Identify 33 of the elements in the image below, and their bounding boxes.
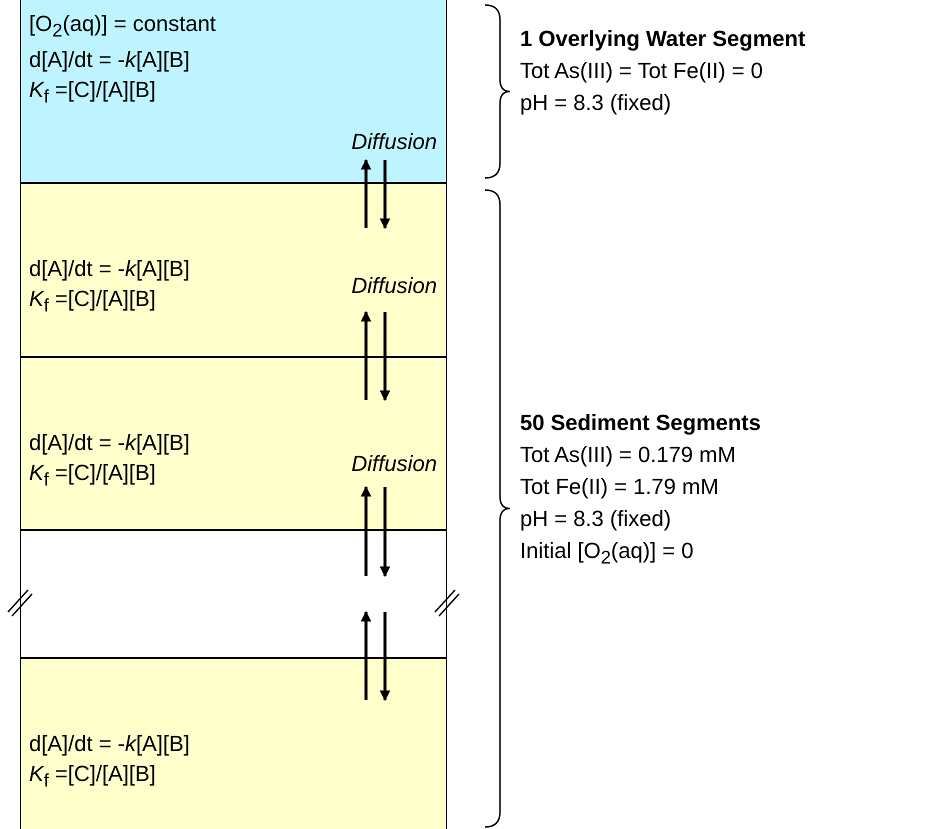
equation: d[A]/dt = -k[A][B]: [29, 255, 190, 283]
edge-label: Diffusion: [351, 450, 437, 478]
arrow: [360, 158, 372, 228]
arrow: [360, 486, 372, 576]
water-segment: [20, 0, 447, 183]
edge-label: Diffusion: [351, 272, 437, 300]
heading: 50 Sediment Segments: [520, 409, 761, 437]
sediment-segment: [20, 658, 447, 829]
equation: [O$_{2}$(aq)] = constant: [29, 10, 216, 42]
arrow: [380, 612, 390, 702]
segment-box: [20, 530, 447, 658]
equation: K$_{f}$ =[C]/[A][B]: [29, 285, 156, 318]
arrow: [360, 610, 372, 700]
edge-label: Diffusion: [351, 128, 437, 156]
arrow: [380, 487, 390, 578]
arrow: [380, 312, 390, 402]
sediment-segment: [20, 183, 447, 357]
condition-text: Initial [O$_{2}$(aq)] = 0: [520, 537, 694, 570]
condition-text: Tot As(III) = 0.179 mM: [520, 441, 736, 469]
arrow: [380, 160, 390, 230]
sediment-segment: [20, 357, 447, 530]
condition-text: Tot Fe(II) = 1.79 mM: [520, 473, 719, 501]
equation: K$_{f}$ =[C]/[A][B]: [29, 459, 156, 492]
equation: d[A]/dt = -k[A][B]: [29, 730, 190, 758]
condition-text: pH = 8.3 (fixed): [520, 505, 672, 533]
condition-text: Tot As(III) = Tot Fe(II) = 0: [520, 57, 763, 85]
arrow: [360, 310, 372, 400]
equation: d[A]/dt = -k[A][B]: [29, 429, 190, 457]
heading: 1 Overlying Water Segment: [520, 25, 806, 53]
equation: K$_{f}$ =[C]/[A][B]: [29, 760, 156, 792]
condition-text: pH = 8.3 (fixed): [520, 89, 672, 117]
equation: d[A]/dt = -k[A][B]: [29, 46, 190, 74]
equation: K$_{f}$ =[C]/[A][B]: [29, 76, 156, 109]
